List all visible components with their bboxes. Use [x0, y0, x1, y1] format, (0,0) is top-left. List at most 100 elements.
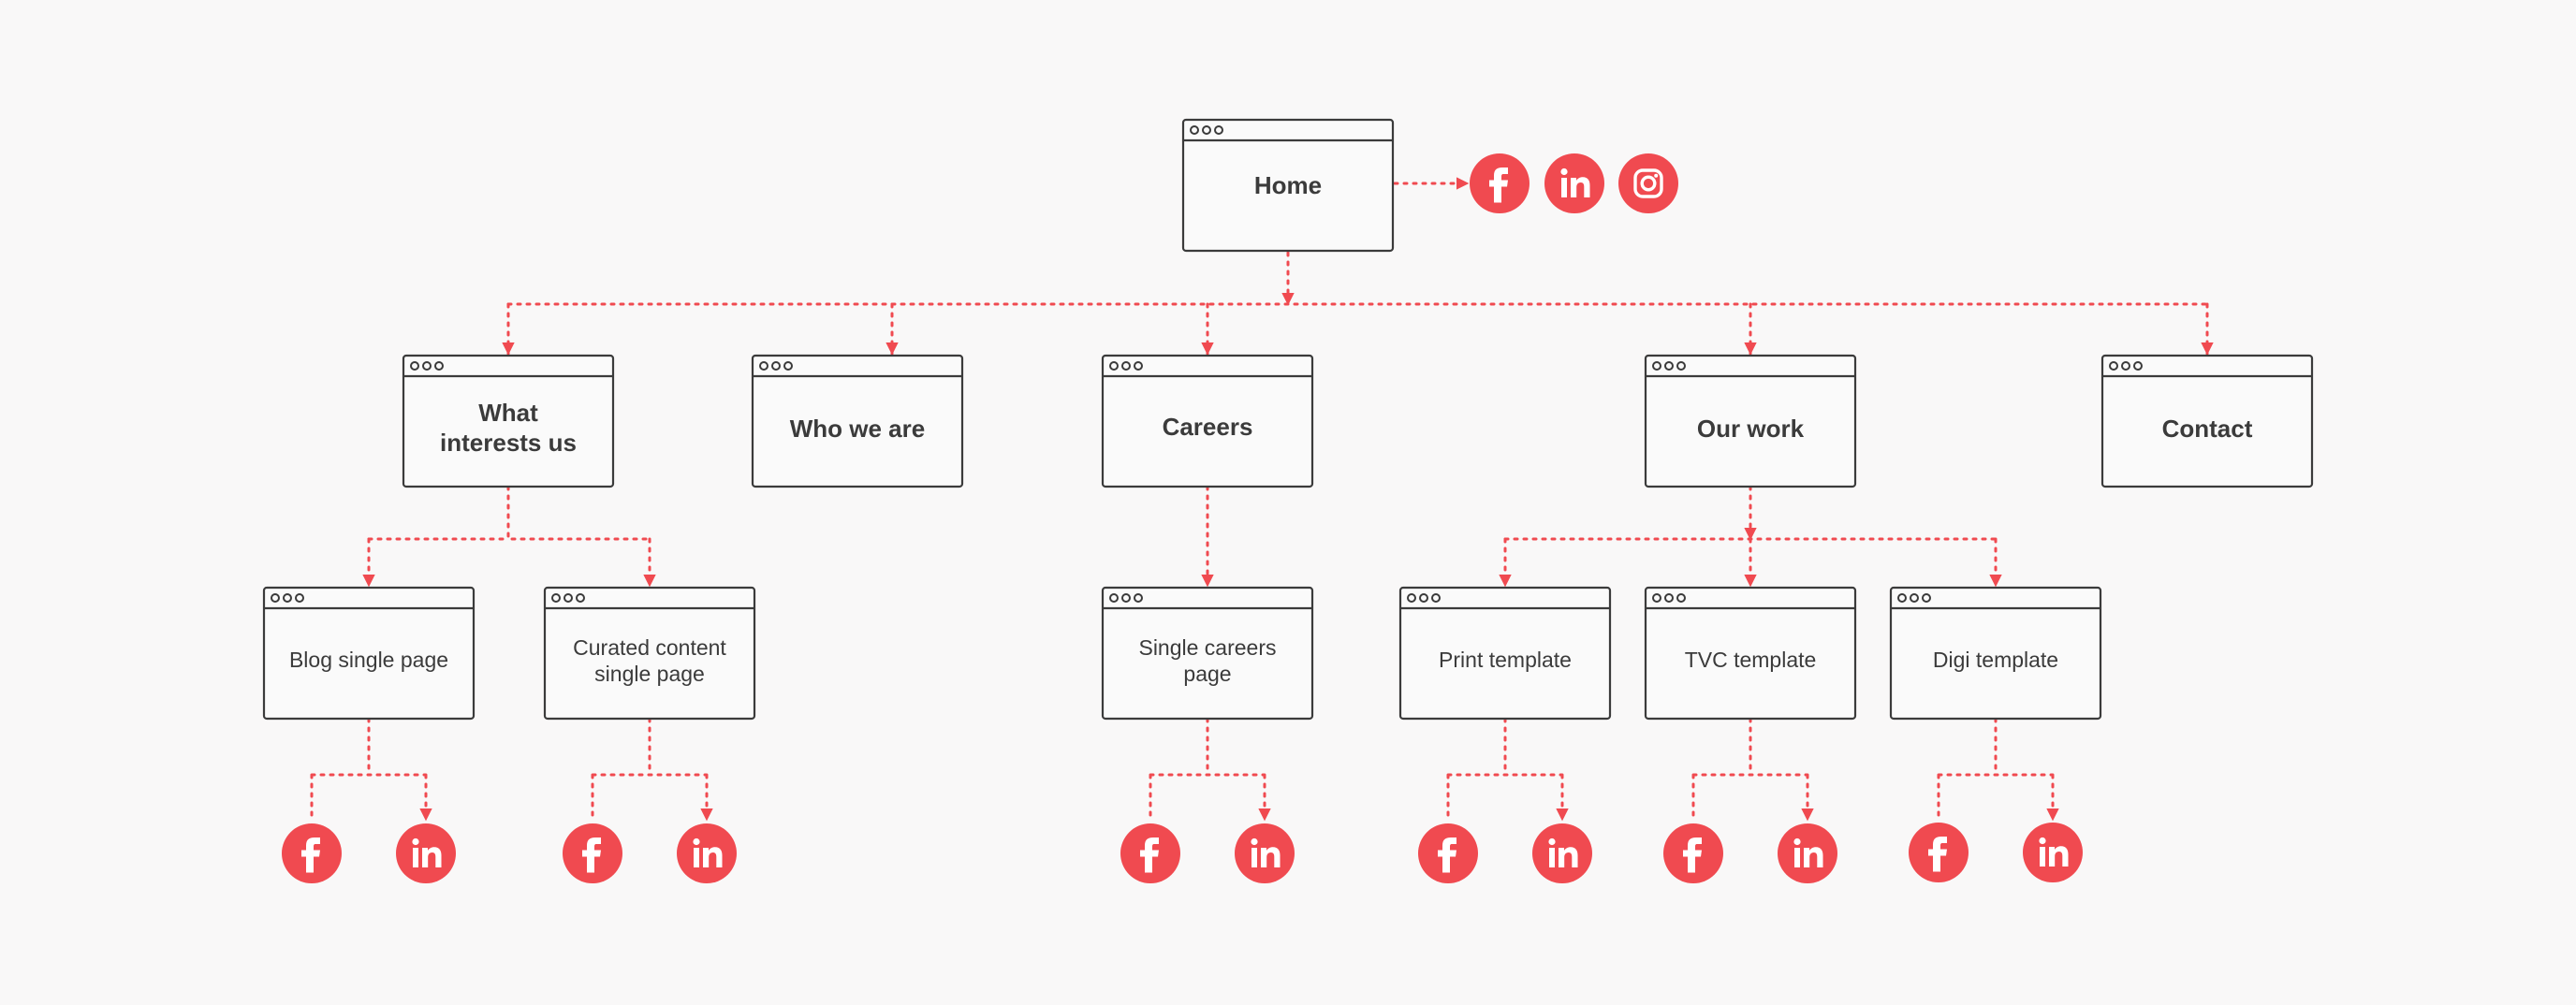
- edge-singlecareers-social: [1149, 717, 1265, 820]
- window-dot-icon: [1109, 593, 1119, 603]
- page-careers-frame: [1101, 354, 1314, 488]
- page-single-careers-frame: [1101, 586, 1314, 721]
- window-dot-icon: [271, 593, 280, 603]
- window-dot-icon: [759, 361, 768, 371]
- window-dot-icon: [1664, 593, 1674, 603]
- page-blog-single: Blog single page: [262, 586, 476, 721]
- page-curated-content: Curated content single page: [543, 586, 756, 721]
- edge-print-social: [1446, 717, 1562, 820]
- page-blog-single-frame: [262, 586, 476, 721]
- window-dot-icon: [1676, 361, 1686, 371]
- window-dot-icon: [1407, 593, 1416, 603]
- linkedin-icon[interactable]: [1778, 823, 1837, 883]
- page-single-careers: Single careers page: [1101, 586, 1314, 721]
- window-dot-icon: [1134, 593, 1143, 603]
- page-our-work-label: Our work: [1697, 415, 1805, 443]
- window-dot-icon: [783, 361, 793, 371]
- facebook-icon[interactable]: [282, 823, 342, 883]
- window-dot-icon: [1676, 593, 1686, 603]
- page-home: Home: [1181, 118, 1395, 253]
- window-dot-icon: [1922, 593, 1931, 603]
- window-dot-icon: [1202, 125, 1211, 135]
- window-dot-icon: [1190, 125, 1199, 135]
- page-single-careers-line2: page: [1183, 662, 1231, 686]
- linkedin-icon[interactable]: [1544, 153, 1604, 213]
- window-dot-icon: [2133, 361, 2143, 371]
- window-dot-icon: [1419, 593, 1428, 603]
- page-our-work-frame: [1644, 354, 1857, 488]
- facebook-icon[interactable]: [1470, 153, 1530, 213]
- page-contact-frame: [2100, 354, 2314, 488]
- page-tvc-template: TVC template: [1644, 586, 1857, 721]
- instagram-icon[interactable]: [1618, 153, 1678, 213]
- page-tvc-template-label: TVC template: [1685, 648, 1817, 672]
- page-careers: Careers: [1101, 354, 1314, 488]
- page-home-label: Home: [1254, 171, 1322, 199]
- page-what-interests-us: What interests us: [402, 354, 615, 488]
- window-dot-icon: [576, 593, 585, 603]
- window-dot-icon: [283, 593, 292, 603]
- edge-what-trunk: [506, 485, 651, 541]
- page-who-we-are-frame: [751, 354, 964, 488]
- page-what-interests-us-frame: [402, 354, 615, 488]
- page-home-frame: [1181, 118, 1395, 253]
- edge-tvc-social: [1691, 717, 1808, 820]
- page-print-template-label: Print template: [1439, 648, 1572, 672]
- page-digi-template: Digi template: [1889, 586, 2102, 721]
- window-dot-icon: [295, 593, 304, 603]
- window-dot-icon: [771, 361, 781, 371]
- page-contact-label: Contact: [2162, 415, 2253, 443]
- connectors: [310, 177, 2214, 820]
- window-dot-icon: [1652, 593, 1661, 603]
- linkedin-icon[interactable]: [396, 823, 456, 883]
- window-dot-icon: [1910, 593, 1919, 603]
- facebook-icon[interactable]: [1120, 823, 1180, 883]
- window-dot-icon: [551, 593, 561, 603]
- facebook-icon[interactable]: [1909, 823, 1969, 882]
- page-our-work: Our work: [1644, 354, 1857, 488]
- page-curated-content-line1: Curated content: [573, 635, 726, 660]
- window-dot-icon: [1134, 361, 1143, 371]
- edge-digi-social: [1937, 717, 2053, 820]
- linkedin-icon[interactable]: [2023, 823, 2083, 882]
- window-dot-icon: [1109, 361, 1119, 371]
- window-dot-icon: [1121, 593, 1131, 603]
- page-contact: Contact: [2100, 354, 2314, 488]
- window-dot-icon: [2121, 361, 2130, 371]
- page-single-careers-line1: Single careers: [1138, 635, 1276, 660]
- window-dot-icon: [434, 361, 444, 371]
- window-dot-icon: [1431, 593, 1441, 603]
- window-dot-icon: [410, 361, 419, 371]
- page-what-interests-us-line1: What: [478, 399, 538, 427]
- window-dot-icon: [1121, 361, 1131, 371]
- page-who-we-are: Who we are: [751, 354, 964, 488]
- page-curated-content-line2: single page: [594, 662, 705, 686]
- window-dot-icon: [1214, 125, 1223, 135]
- page-careers-label: Careers: [1163, 413, 1253, 441]
- page-digi-template-frame: [1889, 586, 2102, 721]
- linkedin-icon[interactable]: [1235, 823, 1295, 883]
- page-blog-single-label: Blog single page: [289, 648, 448, 672]
- facebook-icon[interactable]: [1663, 823, 1723, 883]
- window-dot-icon: [1652, 361, 1661, 371]
- page-tvc-template-frame: [1644, 586, 1857, 721]
- page-digi-template-label: Digi template: [1933, 648, 2058, 672]
- edge-blog-social: [310, 717, 426, 820]
- window-dot-icon: [564, 593, 573, 603]
- window-dot-icon: [1897, 593, 1907, 603]
- page-who-we-are-label: Who we are: [790, 415, 925, 443]
- page-print-template: Print template: [1398, 586, 1612, 721]
- facebook-icon[interactable]: [1418, 823, 1478, 883]
- linkedin-icon[interactable]: [1532, 823, 1592, 883]
- page-print-template-frame: [1398, 586, 1612, 721]
- linkedin-icon[interactable]: [677, 823, 737, 883]
- window-dot-icon: [422, 361, 432, 371]
- window-dot-icon: [1664, 361, 1674, 371]
- page-boxes: Home What interests us Who we are Career…: [262, 118, 2314, 721]
- page-curated-content-frame: [543, 586, 756, 721]
- facebook-icon[interactable]: [563, 823, 622, 883]
- page-what-interests-us-line2: interests us: [440, 429, 577, 457]
- edge-curated-social: [591, 717, 707, 820]
- window-dot-icon: [2109, 361, 2118, 371]
